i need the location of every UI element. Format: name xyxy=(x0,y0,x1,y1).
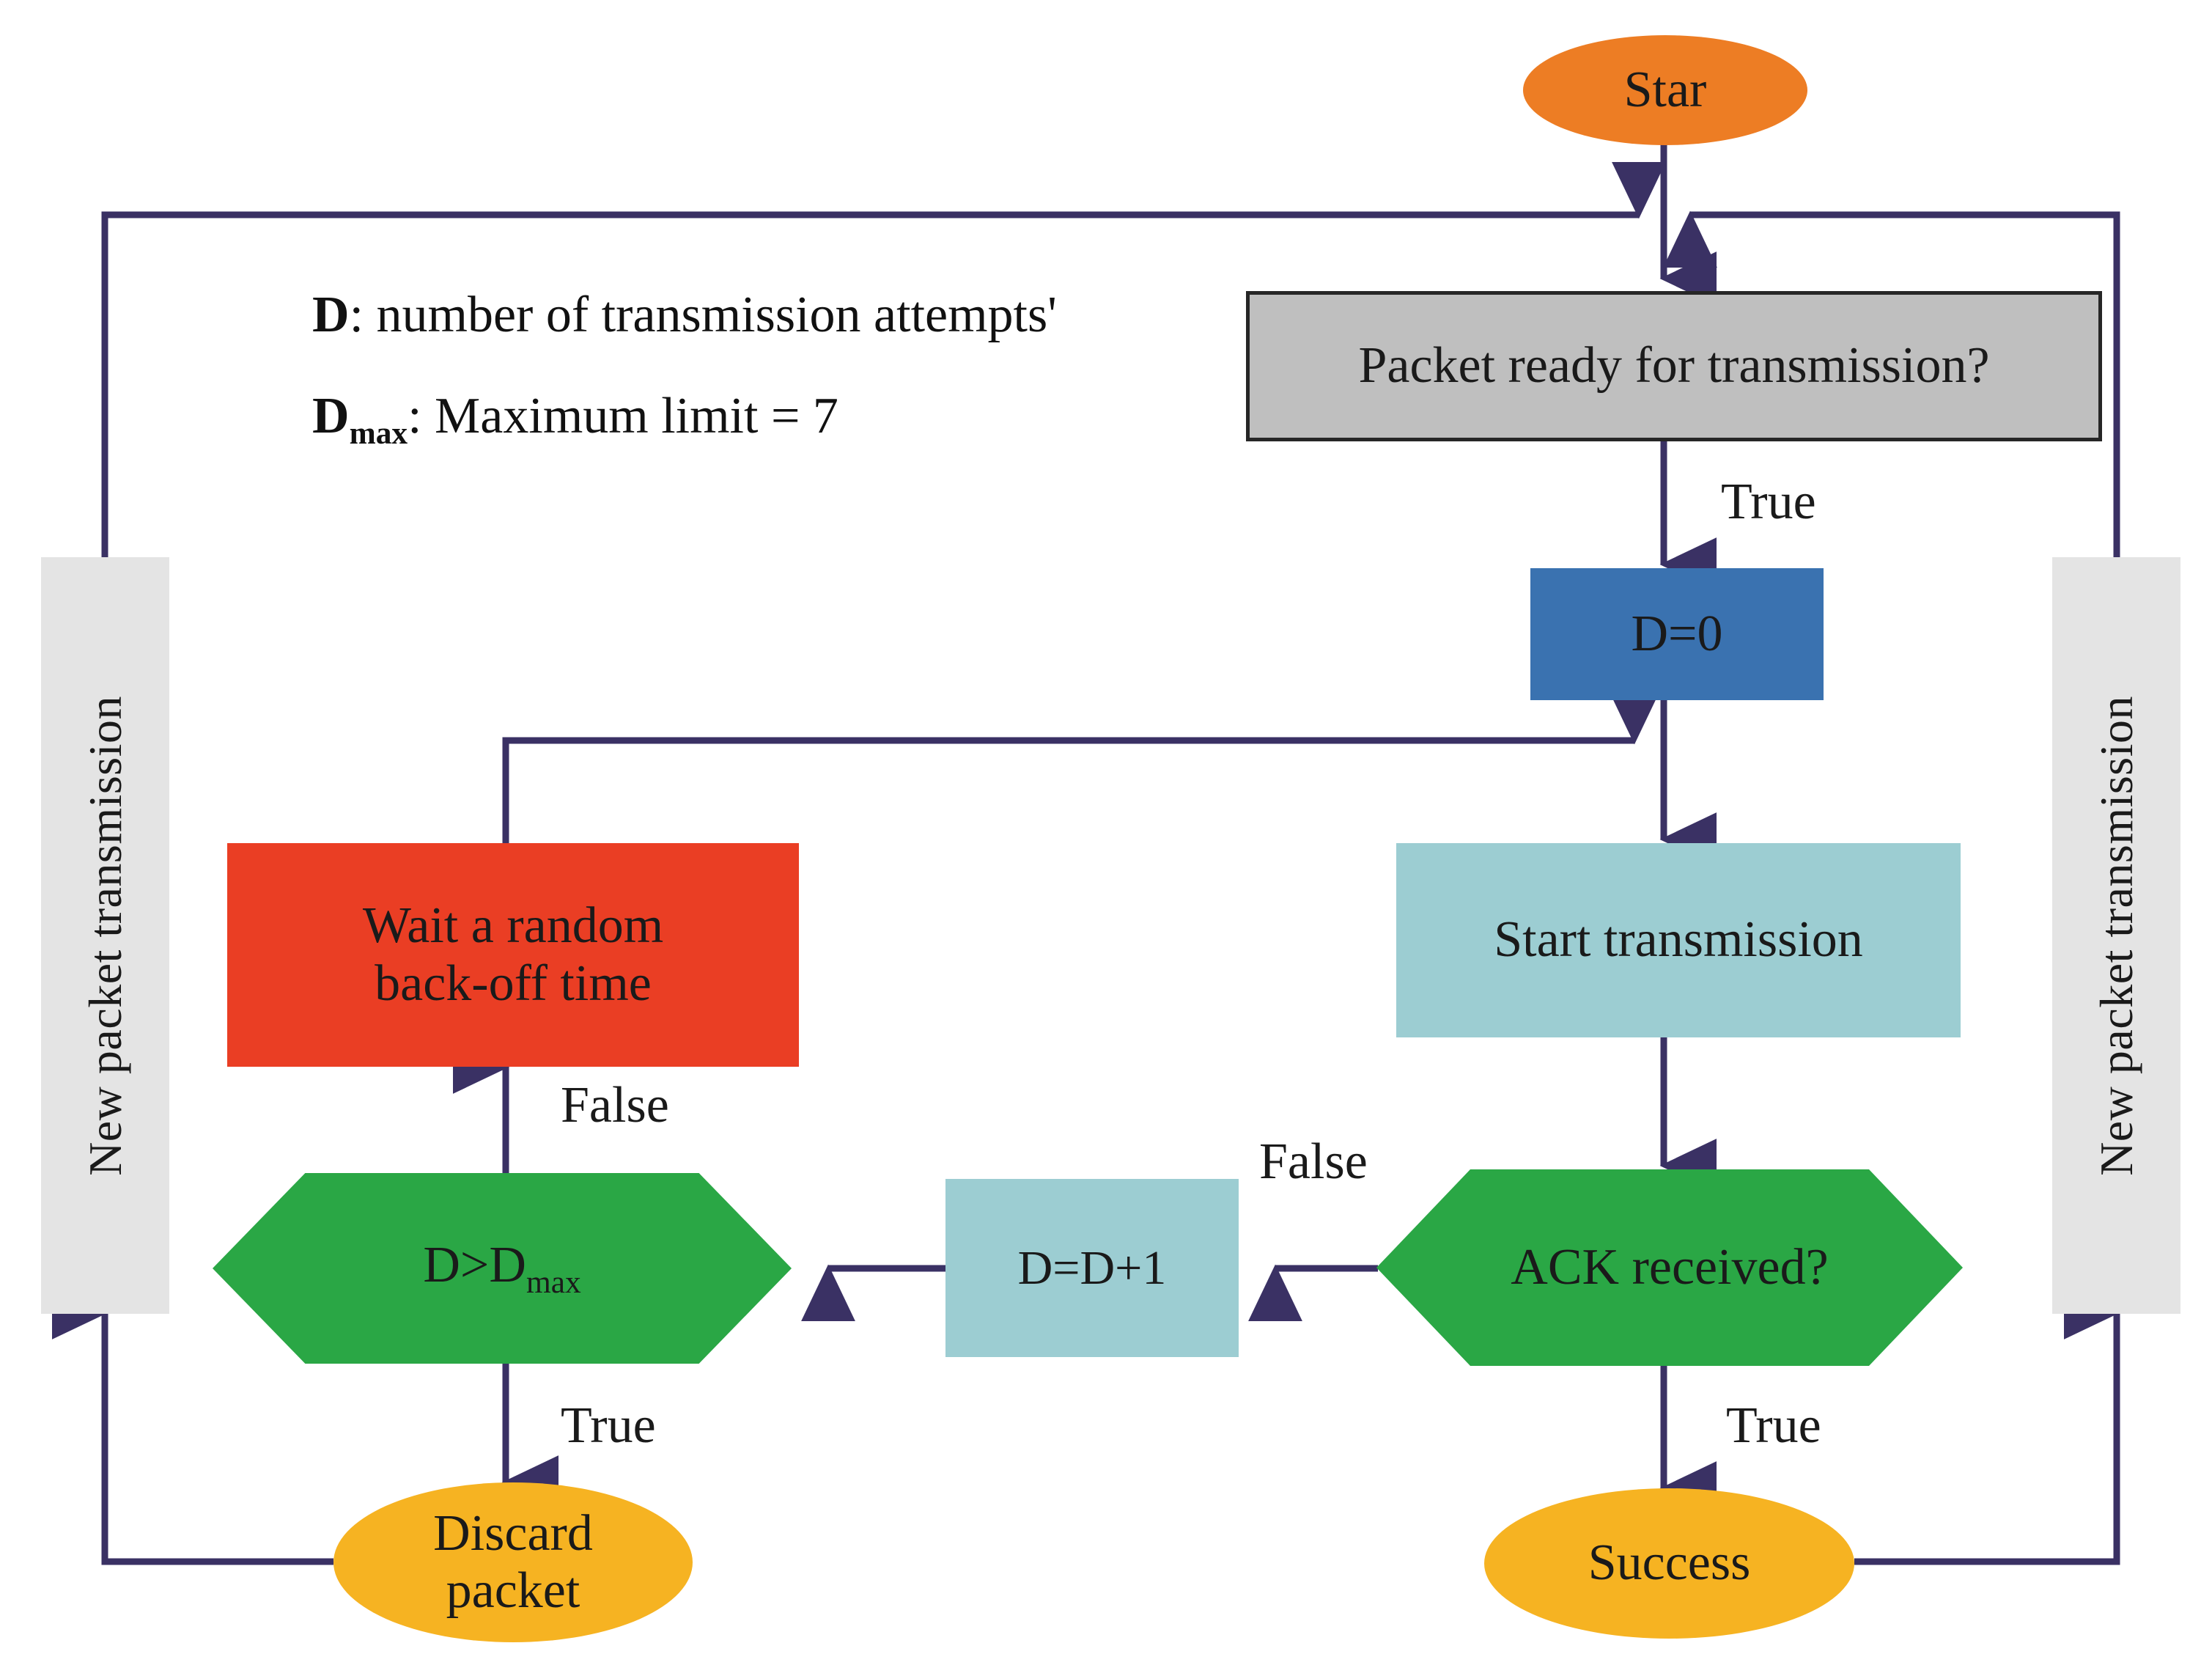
legend-symbol-dmax: D xyxy=(312,388,350,444)
edge-label-ack-false: False xyxy=(1259,1133,1368,1190)
edge-label-dmax-true: True xyxy=(561,1397,656,1454)
node-backoff[interactable]: Wait a random back-off time xyxy=(227,843,799,1067)
node-d-gt-dmax[interactable]: D>Dmax xyxy=(213,1173,792,1364)
sidebar-left-label: New packet transmission xyxy=(78,695,131,1176)
legend-line-1: D: number of transmission attempts' xyxy=(312,286,1057,345)
node-start-label: Star xyxy=(1623,61,1707,118)
legend-text-1: : number of transmission attempts' xyxy=(349,287,1057,343)
node-start-transmission-label: Start transmission xyxy=(1494,911,1863,968)
edge-label-packet-ready-true: True xyxy=(1721,474,1816,530)
node-d-zero-label: D=0 xyxy=(1631,605,1723,662)
node-packet-ready-label: Packet ready for transmission? xyxy=(1358,337,1990,394)
node-ack-received[interactable]: ACK received? xyxy=(1376,1169,1963,1366)
sidebar-right-label: New packet transmission xyxy=(2090,695,2142,1176)
node-backoff-line1: Wait a random xyxy=(362,897,664,955)
node-d-gt-dmax-sub: max xyxy=(526,1264,581,1300)
edge-label-dmax-false: False xyxy=(561,1077,669,1133)
sidebar-new-packet-transmission-left: New packet transmission xyxy=(41,557,169,1314)
legend-text-2: : Maximum limit = 7 xyxy=(408,388,838,444)
node-start-transmission[interactable]: Start transmission xyxy=(1396,843,1961,1037)
node-ack-received-label: ACK received? xyxy=(1511,1238,1829,1295)
legend-symbol-dmax-sub: max xyxy=(349,416,408,451)
node-discard-packet[interactable]: Discard packet xyxy=(333,1482,693,1642)
node-d-increment[interactable]: D=D+1 xyxy=(945,1179,1239,1357)
node-success-label: Success xyxy=(1588,1534,1751,1592)
sidebar-new-packet-transmission-right: New packet transmission xyxy=(2052,557,2180,1314)
edge-label-ack-true: True xyxy=(1726,1397,1821,1454)
node-start[interactable]: Star xyxy=(1523,35,1807,145)
node-d-zero[interactable]: D=0 xyxy=(1530,568,1824,700)
node-packet-ready[interactable]: Packet ready for transmission? xyxy=(1246,291,2102,441)
node-d-increment-label: D=D+1 xyxy=(1017,1240,1167,1295)
node-discard-line2: packet xyxy=(446,1562,580,1619)
node-d-gt-dmax-prefix: D>D xyxy=(423,1236,526,1293)
node-backoff-line2: back-off time xyxy=(375,955,652,1012)
node-discard-line1: Discard xyxy=(433,1504,593,1562)
node-d-gt-dmax-label: D>Dmax xyxy=(423,1237,580,1301)
node-success[interactable]: Success xyxy=(1484,1488,1854,1639)
legend-symbol-d: D xyxy=(312,287,350,343)
legend-line-2: Dmax: Maximum limit = 7 xyxy=(312,387,838,452)
